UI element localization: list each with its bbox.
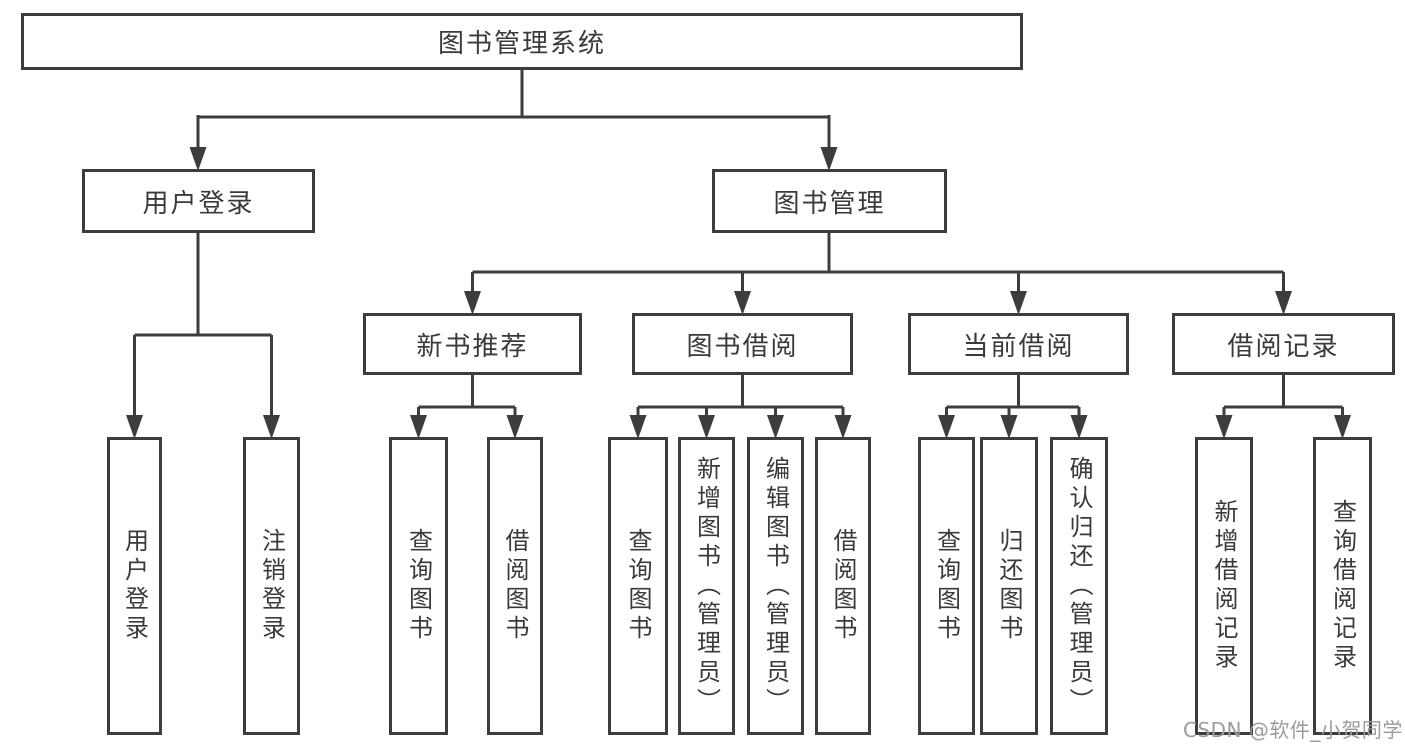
leaf-query-books-2: 查询图书 <box>608 437 668 735</box>
arrowhead-leaf-query-books-2 <box>629 415 647 439</box>
node-label: 图书借阅 <box>686 331 799 362</box>
arrowhead-current-borrow <box>1010 291 1027 315</box>
leaf-label: 新增借阅记录 <box>1210 499 1238 673</box>
leaf-return-books: 归还图书 <box>980 437 1038 735</box>
node-user-login: 用户登录 <box>82 169 315 233</box>
connector-borrow-records-to-leaves <box>1222 375 1344 417</box>
arrowhead-leaf-query-books-1 <box>410 415 427 439</box>
node-current-borrow: 当前借阅 <box>908 313 1129 375</box>
node-root-library-system: 图书管理系统 <box>21 13 1023 70</box>
node-book-borrow: 图书借阅 <box>632 313 853 375</box>
connector-new-book-recommend-to-leaves <box>417 375 517 417</box>
node-label: 借阅记录 <box>1227 331 1340 362</box>
node-borrow-records: 借阅记录 <box>1172 313 1395 375</box>
node-label: 新书推荐 <box>416 331 529 362</box>
arrowhead-leaf-edit-books <box>767 415 784 439</box>
leaf-borrow-books-1: 借阅图书 <box>487 437 543 735</box>
arrowhead-leaf-return-books <box>1000 415 1018 439</box>
arrowhead-leaf-confirm-return <box>1070 415 1088 439</box>
leaf-label: 查询图书 <box>404 528 433 644</box>
leaf-label: 编辑图书（管理员） <box>761 455 790 717</box>
arrowhead-borrow-records <box>1275 291 1292 315</box>
leaf-query-books-1: 查询图书 <box>389 437 448 735</box>
arrowhead-user-login <box>189 147 207 171</box>
arrowhead-leaf-borrow-books-2 <box>834 415 852 439</box>
leaf-label: 查询图书 <box>624 528 652 644</box>
arrowhead-leaf-user-login <box>126 415 143 439</box>
arrowhead-leaf-query-borrow-record <box>1334 415 1351 439</box>
arrowhead-new-book-recommend <box>464 291 481 315</box>
leaf-add-borrow-record: 新增借阅记录 <box>1195 437 1253 735</box>
leaf-label: 新增图书（管理员） <box>692 455 721 717</box>
leaf-confirm-return-admin: 确认归还（管理员） <box>1050 437 1108 735</box>
leaf-label: 借阅图书 <box>829 528 857 644</box>
leaf-query-books-3: 查询图书 <box>918 437 975 735</box>
leaf-logout: 注销登录 <box>243 437 300 735</box>
node-label: 当前借阅 <box>962 331 1075 362</box>
leaf-label: 用户登录 <box>120 528 149 644</box>
leaf-label: 确认归还（管理员） <box>1065 455 1093 717</box>
connector-current-borrow-to-leaves <box>945 375 1081 417</box>
leaf-user-login: 用户登录 <box>107 437 162 735</box>
arrowhead-leaf-logout <box>263 415 280 439</box>
connector-root-to-level2 <box>196 70 831 149</box>
leaf-edit-books-admin: 编辑图书（管理员） <box>747 437 804 735</box>
node-label: 图书管理系统 <box>437 29 606 59</box>
leaf-query-borrow-record: 查询借阅记录 <box>1313 437 1372 735</box>
leaf-borrow-books-2: 借阅图书 <box>815 437 871 735</box>
leaf-label: 注销登录 <box>257 528 286 644</box>
connector-book-management-to-level3 <box>471 233 1285 293</box>
node-label: 用户登录 <box>142 188 255 219</box>
node-book-management: 图书管理 <box>712 169 947 233</box>
leaf-label: 查询借阅记录 <box>1328 499 1357 673</box>
leaf-label: 查询图书 <box>932 528 961 644</box>
arrowhead-book-management <box>820 147 838 171</box>
arrowhead-leaf-add-books <box>698 415 715 439</box>
arrowhead-leaf-add-borrow-record <box>1215 415 1233 439</box>
connector-user-login-to-leaves <box>133 232 273 417</box>
leaf-add-books-admin: 新增图书（管理员） <box>678 437 735 735</box>
leaf-label: 借阅图书 <box>501 528 529 644</box>
node-new-book-recommend: 新书推荐 <box>363 313 582 375</box>
leaf-label: 归还图书 <box>995 528 1023 644</box>
arrowhead-leaf-query-books-3 <box>938 415 955 439</box>
arrowhead-leaf-borrow-books-1 <box>506 415 524 439</box>
connector-book-borrow-to-leaves <box>636 375 845 417</box>
arrowhead-book-borrow <box>734 291 751 315</box>
csdn-watermark: CSDN @软件_小贺同学 <box>1183 718 1403 742</box>
node-label: 图书管理 <box>773 188 886 219</box>
